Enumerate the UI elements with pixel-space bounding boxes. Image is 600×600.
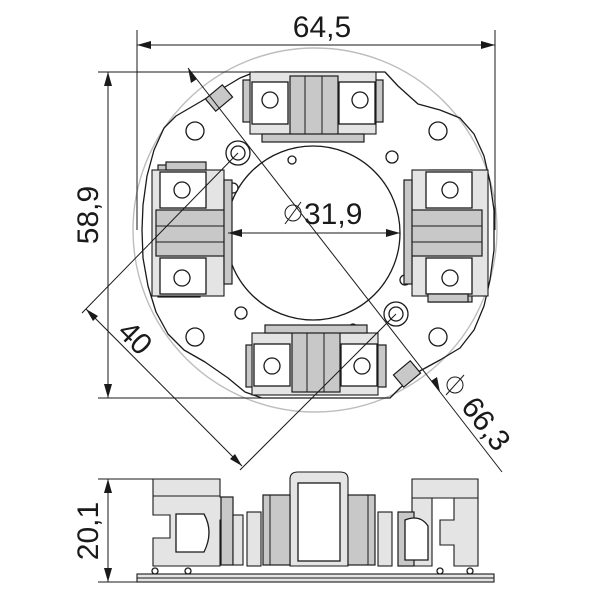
side-holder-center — [246, 471, 393, 567]
side-holder-left — [152, 478, 244, 567]
top-view — [132, 47, 498, 413]
dimension-overall-width: 64,5 — [136, 11, 496, 230]
base-plate-outline — [141, 71, 495, 399]
overall-height-label: 58,9 — [72, 186, 105, 244]
side-holder-right — [397, 478, 479, 567]
outer-reference-circle — [132, 47, 498, 413]
dimension-bore-diameter: 31,9 — [228, 198, 400, 237]
dimension-overall-height: 58,9 — [72, 71, 270, 399]
bore-diameter-label: 31,9 — [304, 198, 362, 231]
outer-diameter-label: 66,3 — [455, 391, 517, 457]
side-view: 20,1 — [72, 471, 495, 583]
side-height-label: 20,1 — [72, 502, 105, 560]
rivet-holes — [185, 121, 448, 347]
brush-holder-right — [403, 169, 489, 303]
terminal-tabs — [204, 83, 422, 389]
dimension-side-height: 20,1 — [72, 478, 153, 583]
brush-holder-bottom — [245, 324, 387, 396]
overall-width-label: 64,5 — [293, 11, 351, 44]
hole-spacing-label: 40 — [111, 315, 158, 362]
brush-holder-top — [242, 71, 384, 143]
brush-holder-left — [151, 161, 233, 298]
